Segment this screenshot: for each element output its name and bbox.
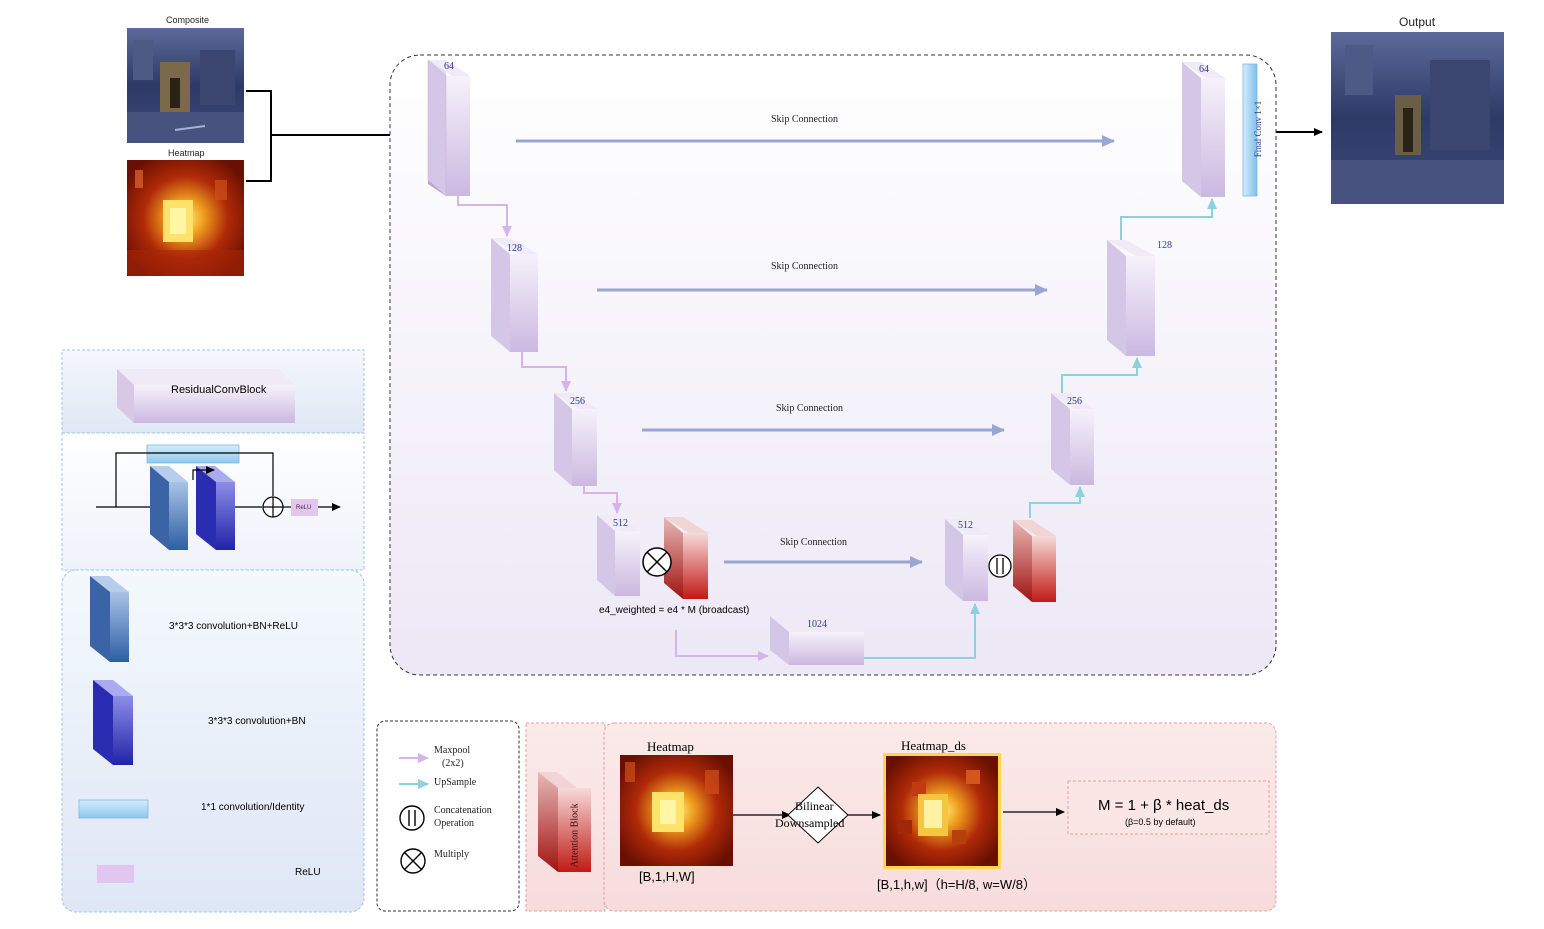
skip-label-2: Skip Connection xyxy=(771,261,838,272)
concat-legend-label-1: Concatenation xyxy=(434,805,492,816)
encoder-block-512 xyxy=(597,515,640,596)
final-conv-label: Final Conv 1×1 xyxy=(1253,100,1263,158)
heatmap-ds-title: Heatmap_ds xyxy=(901,738,966,753)
residual-block-shape xyxy=(117,369,295,423)
formula-note: (β=0.5 by default) xyxy=(1125,817,1196,827)
decoder-channels-64: 64 xyxy=(1199,64,1209,75)
legend-conv-bn-relu-icon xyxy=(90,576,129,662)
bottleneck-block xyxy=(770,616,864,665)
attention-block-label: Attention Block xyxy=(569,803,581,868)
attention-heatmap-image xyxy=(620,755,733,866)
encoder-block-256 xyxy=(554,393,597,486)
maxpool-legend-size: (2x2) xyxy=(442,758,464,769)
final-conv-bar xyxy=(1242,63,1258,197)
attention-heatmap-ds-image xyxy=(883,753,1001,869)
legend-relu-icon xyxy=(97,865,134,883)
bottleneck-channels: 1024 xyxy=(807,619,827,630)
multiply-legend-label: Multiply xyxy=(434,849,470,860)
weighted-formula: e4_weighted = e4 * M (broadcast) xyxy=(599,605,750,616)
residual-block-title: ResidualConvBlock xyxy=(171,384,267,396)
residual-legend-panel-bottom xyxy=(61,569,365,913)
skip-arrows xyxy=(516,135,1115,568)
decoder-channels-256: 256 xyxy=(1067,396,1082,407)
decoder-block-256 xyxy=(1051,393,1094,485)
skip-label-1: Skip Connection xyxy=(771,114,838,125)
attention-map-block xyxy=(664,517,708,599)
encoder-channels-256: 256 xyxy=(570,396,585,407)
encoder-block-64 xyxy=(427,59,470,197)
decoder-block-64 xyxy=(1182,62,1225,197)
bilinear-label-2: Downsampled xyxy=(775,816,845,830)
attention-block-shape xyxy=(538,772,591,872)
decoder-channels-128: 128 xyxy=(1157,240,1172,251)
residual-relu-small: ReLU xyxy=(296,505,312,511)
legend-1x1-conv-label: 1*1 convolution/Identity xyxy=(201,802,305,813)
composite-label: Composite xyxy=(166,15,210,25)
formula-text: M = 1 + β * heat_ds xyxy=(1098,797,1230,814)
encoder-channels-128: 128 xyxy=(507,243,522,254)
upsample-legend-label: UpSample xyxy=(434,777,477,788)
legend-conv-bn-icon xyxy=(93,680,133,765)
attention-heatmap-title: Heatmap xyxy=(647,739,694,754)
concat-symbol xyxy=(988,554,1012,578)
maxpool-legend-label: Maxpool xyxy=(434,745,471,756)
legend-conv-bn-relu-label: 3*3*3 convolution+BN+ReLU xyxy=(169,621,298,632)
decoder-red-block xyxy=(1013,520,1056,602)
formula-box xyxy=(1067,780,1270,835)
legend-relu-label: ReLU xyxy=(295,867,321,878)
skip-label-3: Skip Connection xyxy=(776,403,843,414)
concat-legend-icon xyxy=(399,805,425,831)
output-label: Output xyxy=(1399,15,1436,29)
multiply-legend-icon xyxy=(400,848,426,874)
encoder-block-128 xyxy=(491,238,538,352)
decoder-channels-512: 512 xyxy=(958,520,973,531)
attention-heatmap-shape: [B,1,H,W] xyxy=(639,869,695,884)
heatmap-input-label: Heatmap xyxy=(168,148,205,158)
decoder-block-512 xyxy=(945,519,988,601)
bilinear-label-1: Bilinear xyxy=(795,799,834,813)
maxpool-arrows xyxy=(457,196,769,661)
legend-conv-bn-label: 3*3*3 convolution+BN xyxy=(208,716,306,727)
upsample-arrows xyxy=(864,198,1217,659)
output-image xyxy=(1331,32,1504,204)
heatmap-image xyxy=(127,160,244,276)
encoder-channels-512: 512 xyxy=(613,518,628,529)
legend-1x1-conv-icon xyxy=(78,799,149,819)
skip-label-4: Skip Connection xyxy=(780,537,847,548)
residual-schematic xyxy=(96,444,341,550)
concat-legend-label-2: Operation xyxy=(434,818,474,829)
multiply-symbol xyxy=(642,547,672,577)
heatmap-ds-shape: [B,1,h,w]（h=H/8, w=W/8） xyxy=(877,877,1036,892)
encoder-channels-64: 64 xyxy=(444,61,454,72)
decoder-block-128 xyxy=(1107,240,1155,356)
bilinear-diamond xyxy=(787,786,849,844)
composite-image xyxy=(127,28,244,143)
